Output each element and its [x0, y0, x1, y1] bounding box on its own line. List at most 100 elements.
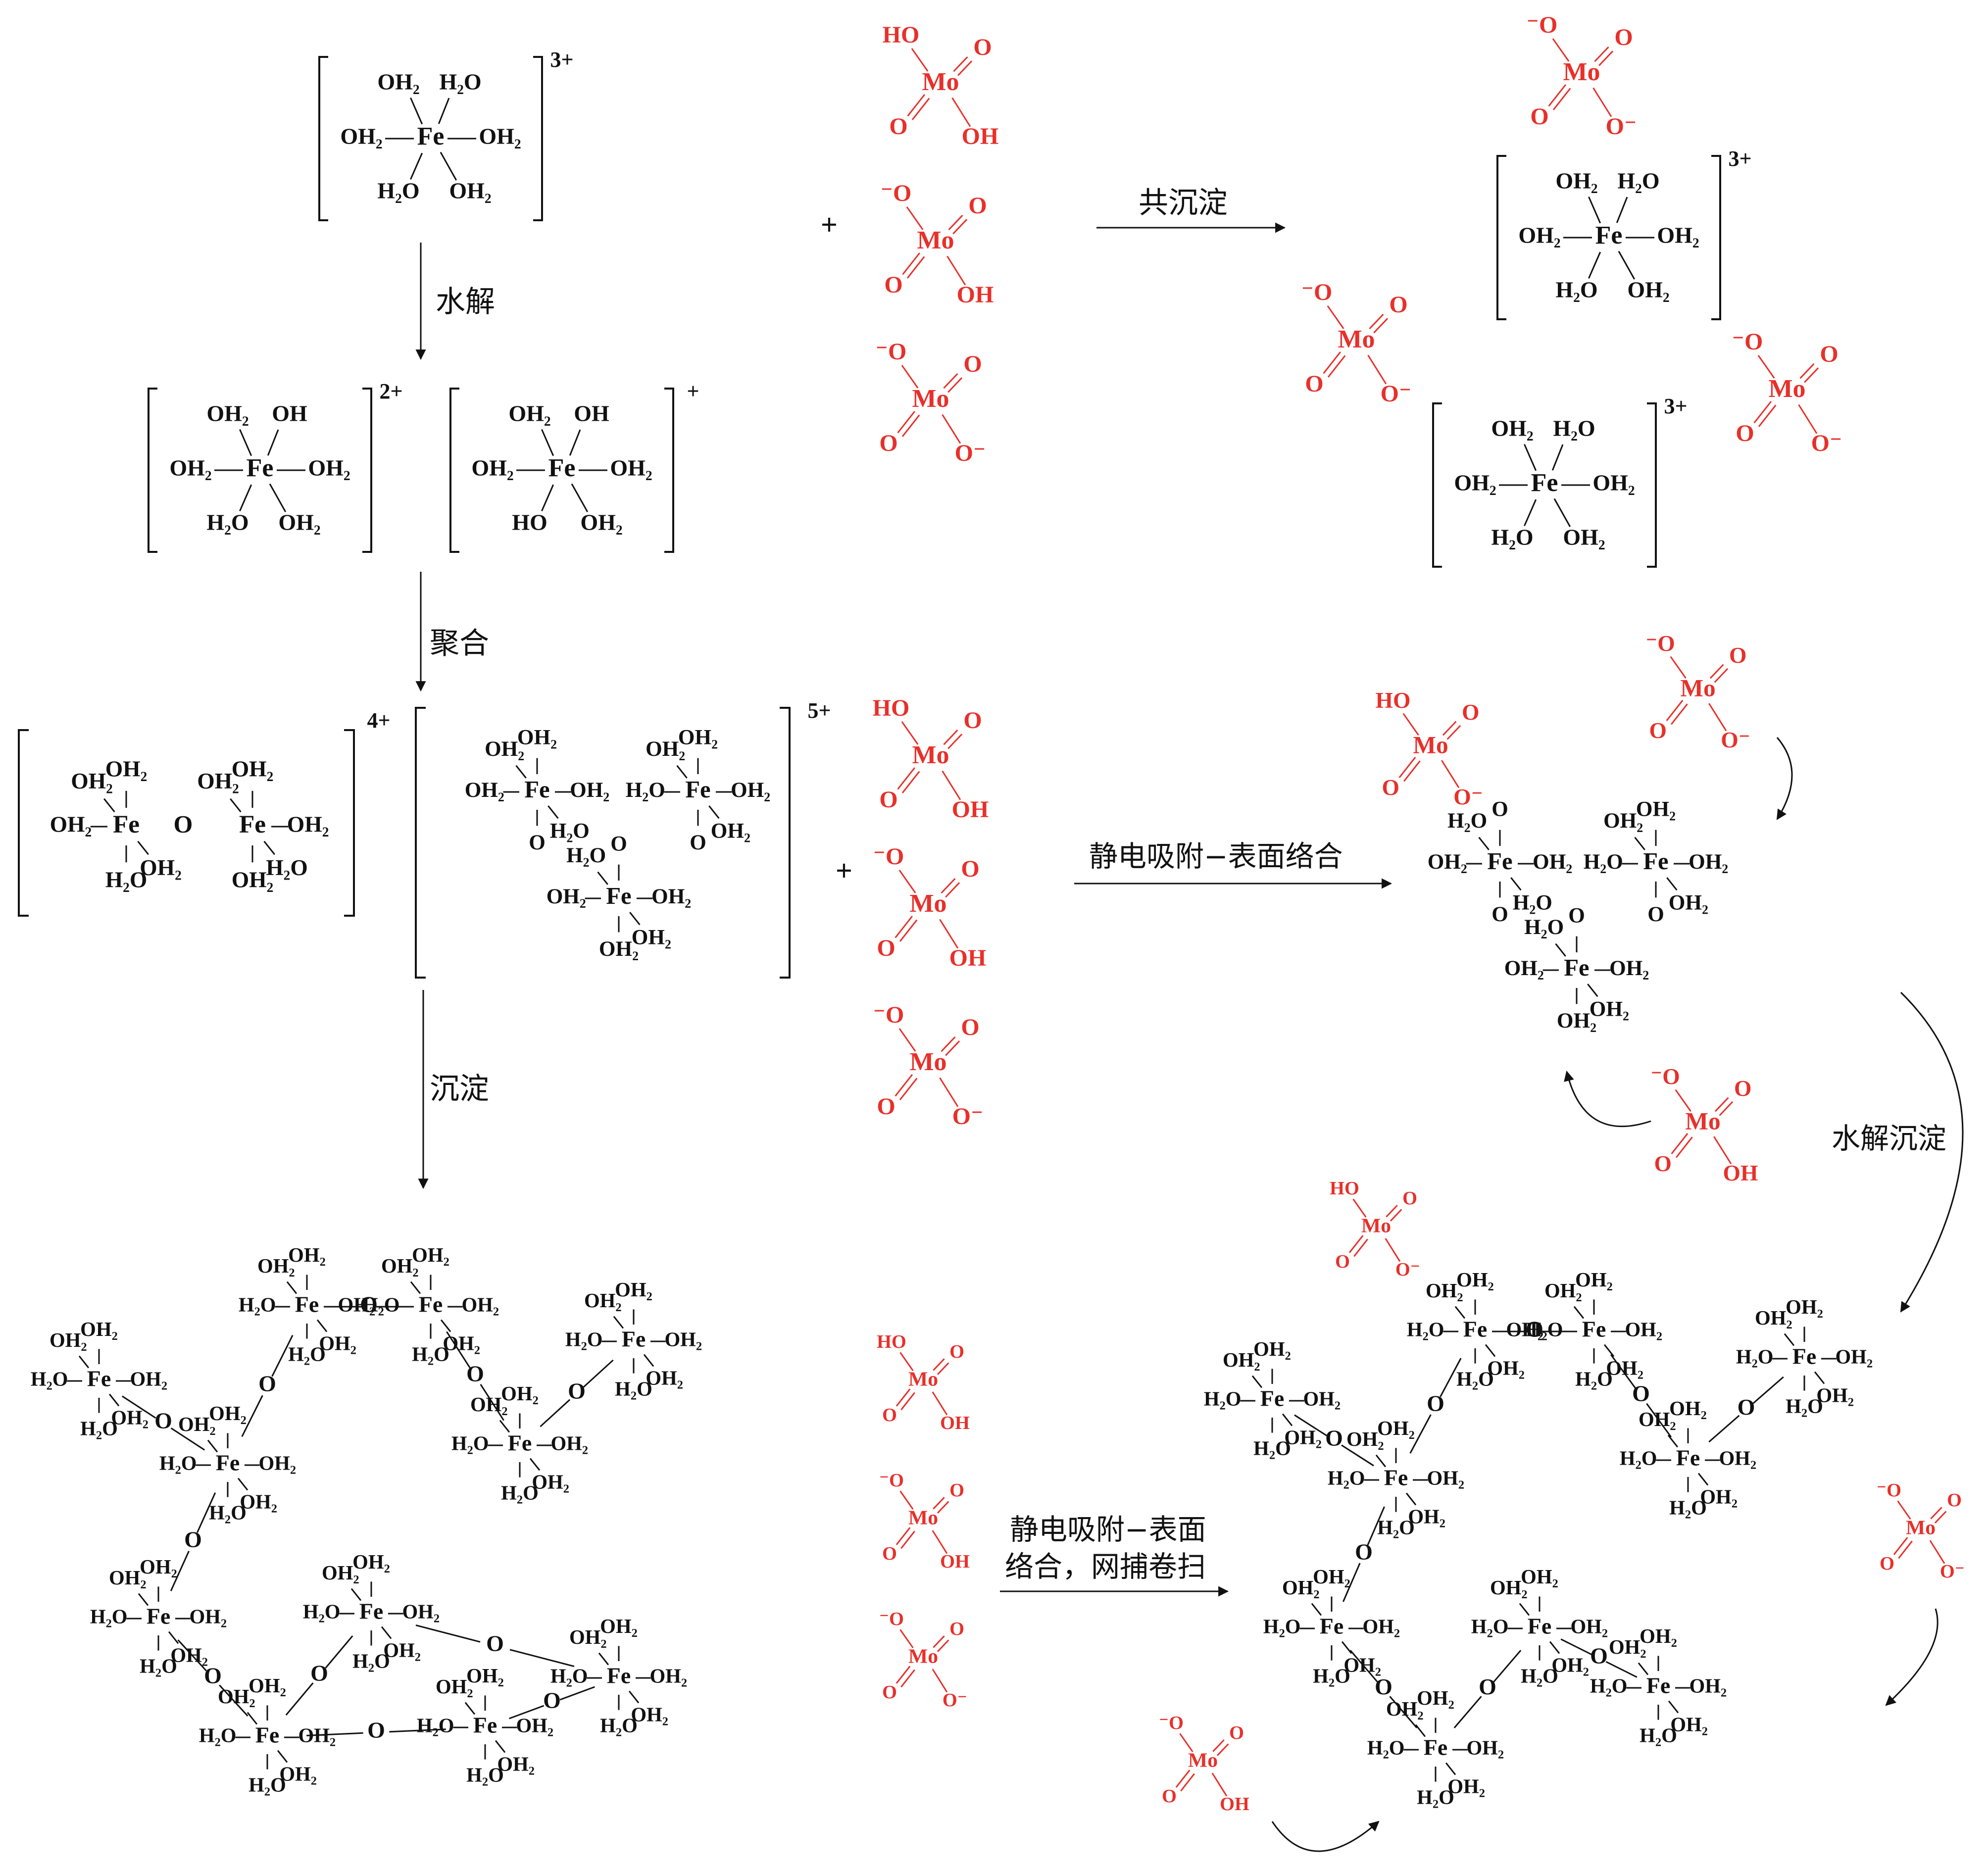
aqua-ligand: OH₂: [600, 1615, 638, 1637]
bond-line: [906, 256, 925, 279]
oxo-ligand: O: [1729, 642, 1746, 668]
bond-line: [1675, 1089, 1691, 1112]
oxide-anion-ligand: ⁻O: [881, 180, 912, 206]
ligand-label: H₂O: [377, 178, 419, 203]
oxo-bridge: O: [1491, 903, 1508, 926]
bond-line: [306, 1732, 363, 1736]
step-label-adsorption-sweep-line1: 静电吸附−表面: [1010, 1513, 1206, 1546]
fe-atom-label: Fe: [508, 1430, 532, 1456]
hydroxo-ligand: OH: [962, 123, 999, 149]
bond-line: [901, 721, 919, 745]
bond-line: [1493, 1650, 1522, 1682]
hydroxo-ligand: HO: [1376, 688, 1411, 713]
aqua-ligand: OH₂: [664, 1328, 702, 1350]
bond-line: [1524, 443, 1537, 471]
aqua-ligand: OH₂: [1835, 1345, 1873, 1368]
fe-atom-label: Fe: [1595, 221, 1623, 249]
oxide-anion-ligand: ⁻O: [1645, 631, 1675, 656]
oxide-anion-ligand: ⁻O: [1732, 329, 1763, 355]
bond-line: [121, 1395, 156, 1419]
oxide-anion-ligand: ⁻O: [876, 339, 907, 365]
bond-line: [230, 798, 242, 813]
mo-atom-label: Mo: [922, 68, 959, 96]
aqua-ligand: OH₂: [1362, 1615, 1400, 1637]
bracket-left: [18, 729, 29, 917]
bond-line: [1551, 444, 1564, 471]
hydroxo-ligand: OH: [940, 1551, 970, 1572]
aqua-ligand: OH₂: [1570, 1615, 1608, 1637]
bond-line: [1634, 837, 1645, 850]
aqua-ligand: H₂O: [1640, 1724, 1677, 1747]
bond-line: [899, 1352, 914, 1372]
bond-line: [895, 1527, 911, 1545]
step-labels: 水解 聚合 沉淀 共沉淀 静电吸附−表面络合 水解沉淀 静电吸附−表面 络合，网…: [430, 186, 1946, 1583]
ligand-label: OH₂: [508, 401, 550, 426]
ligand-label: H₂O: [1553, 416, 1595, 441]
mo-atom-label: Mo: [1413, 731, 1448, 758]
bond-line: [951, 97, 971, 127]
oxo-ligand: O: [973, 34, 992, 60]
bond-line: [899, 1490, 914, 1510]
aqua-ligand: H₂O: [1417, 1786, 1454, 1809]
aqua-ligand: H₂O: [1669, 1497, 1707, 1519]
bond-line: [285, 1682, 314, 1716]
ligand-label: OH₂: [471, 455, 513, 481]
aqua-ligand: OH₂: [80, 1318, 118, 1340]
aqua-ligand: H₂O: [209, 1502, 247, 1524]
oxide-anion-ligand: ⁻O: [879, 1470, 904, 1491]
ligand-label: OH₂: [169, 455, 211, 481]
mo-atom-label: Mo: [912, 741, 949, 769]
aqua-ligand: OH₂: [240, 1491, 277, 1513]
bond-line: [947, 377, 963, 393]
oxo-ligand: O: [949, 1619, 964, 1639]
fe-atom-label: Fe: [473, 1713, 497, 1738]
aqua-ligand: OH₂: [258, 1452, 296, 1474]
bond-line: [933, 1635, 945, 1648]
aqua-ligand: OH₂: [197, 768, 239, 793]
step-label-hydrolysis-precipitation: 水解沉淀: [1832, 1122, 1946, 1155]
oxo-bridge: O: [486, 1631, 504, 1656]
bond-line: [1342, 1563, 1361, 1602]
aqua-ligand: H₂O: [90, 1605, 128, 1627]
oxide-anion-ligand: ⁻O: [1527, 12, 1558, 38]
oxo-bridge: O: [258, 1371, 276, 1396]
bond-line: [1757, 355, 1775, 379]
aqua-ligand: H₂O: [1263, 1615, 1301, 1637]
oxo-ligand: O: [1335, 1251, 1350, 1272]
bond-line: [946, 255, 966, 286]
aqua-ligand: OH₂: [731, 779, 770, 802]
hydroxo-ligand: OH: [1220, 1794, 1249, 1815]
bond-line: [937, 1639, 949, 1652]
aqua-ligand: H₂O: [1377, 1517, 1415, 1539]
aqua-ligand: OH₂: [189, 1605, 227, 1627]
oxo-bridge: O: [184, 1527, 202, 1552]
curved-arrow-icon: [1885, 1608, 1938, 1706]
bond-line: [933, 1497, 945, 1510]
curved-arrow-icon: [1564, 1070, 1651, 1128]
aqua-ligand: OH₂: [1282, 1576, 1320, 1599]
bracket-right: [664, 388, 674, 553]
bond-line: [541, 484, 554, 512]
curved-arrows: [1271, 737, 1964, 1852]
bracket-left: [1432, 402, 1442, 568]
bond-line: [1294, 1414, 1327, 1436]
bond-line: [1352, 1198, 1367, 1218]
bond-line: [381, 1626, 392, 1639]
bond-line: [1934, 1511, 1947, 1524]
hydroxo-ligand: OH: [949, 945, 987, 971]
bond-line: [597, 871, 608, 885]
aqua-ligand: OH₂: [1533, 850, 1572, 874]
oxo-ligand: O: [1229, 1723, 1244, 1743]
aqua-ligand: H₂O: [352, 1650, 390, 1673]
bracket-right: [1647, 402, 1657, 568]
aqua-ligand: OH₂: [485, 738, 524, 761]
bond-line: [901, 365, 919, 389]
